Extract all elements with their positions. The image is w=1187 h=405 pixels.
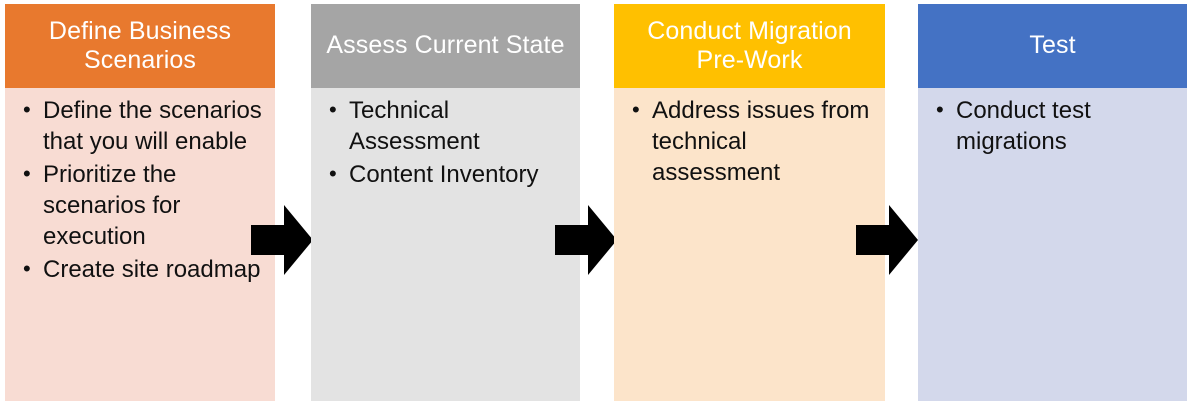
right-arrow-icon-2 (555, 205, 617, 275)
stage-define-business-scenarios[interactable]: Define Business Scenarios Define the sce… (5, 4, 275, 401)
stage-body-test: Conduct test migrations (918, 88, 1187, 401)
stage-title: Test (1029, 31, 1076, 60)
stage-body-conduct-migration-pre-work: Address issues from technical assessment (614, 88, 885, 401)
bullet-list: Technical Assessment Content Inventory (321, 95, 570, 191)
right-arrow-icon-3 (856, 205, 918, 275)
stage-body-define-business-scenarios: Define the scenarios that you will enabl… (5, 88, 275, 401)
stage-body-assess-current-state: Technical Assessment Content Inventory (311, 88, 580, 401)
list-item: Define the scenarios that you will enabl… (15, 95, 265, 158)
stage-title: Conduct Migration Pre-Work (647, 16, 852, 75)
bullet-list: Define the scenarios that you will enabl… (15, 95, 265, 286)
list-item: Address issues from technical assessment (624, 95, 875, 189)
stage-assess-current-state[interactable]: Assess Current State Technical Assessmen… (311, 4, 580, 401)
bullet-list: Address issues from technical assessment (624, 95, 875, 189)
list-item: Content Inventory (321, 159, 570, 191)
stage-header-conduct-migration-pre-work: Conduct Migration Pre-Work (614, 4, 885, 88)
stage-title: Assess Current State (326, 31, 565, 60)
bullet-list: Conduct test migrations (928, 95, 1177, 158)
list-item: Prioritize the scenarios for execution (15, 159, 265, 253)
list-item: Create site roadmap (15, 254, 265, 286)
list-item: Technical Assessment (321, 95, 570, 158)
stage-header-assess-current-state: Assess Current State (311, 4, 580, 88)
stage-header-define-business-scenarios: Define Business Scenarios (5, 4, 275, 88)
stage-header-test: Test (918, 4, 1187, 88)
list-item: Conduct test migrations (928, 95, 1177, 158)
stage-title: Define Business Scenarios (48, 16, 232, 75)
stage-conduct-migration-pre-work[interactable]: Conduct Migration Pre-Work Address issue… (614, 4, 885, 401)
right-arrow-icon-1 (251, 205, 313, 275)
stage-test[interactable]: Test Conduct test migrations (918, 4, 1187, 401)
